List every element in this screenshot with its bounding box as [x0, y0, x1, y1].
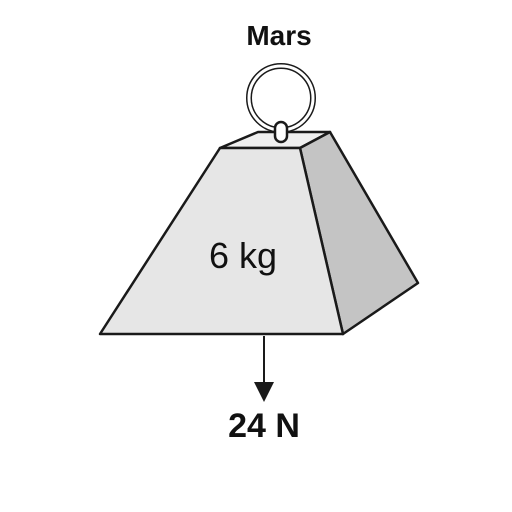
- ring-connector: [273, 120, 289, 144]
- force-label: 24 N: [228, 407, 300, 445]
- mass-label: 6 kg: [209, 235, 277, 276]
- weight-body: [98, 130, 420, 336]
- weight-front-face: [98, 146, 345, 336]
- hanging-ring: [246, 63, 316, 133]
- planet-label: Mars: [246, 20, 311, 51]
